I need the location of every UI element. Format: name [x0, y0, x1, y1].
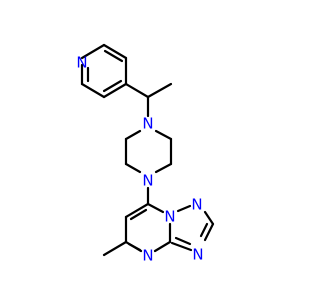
bond: [124, 82, 150, 99]
bond: [80, 43, 106, 60]
bond: [154, 129, 173, 141]
methyl-bond: [102, 240, 128, 257]
bond: [102, 82, 128, 99]
bond: [124, 162, 142, 174]
pyrimidine-ring: [124, 202, 172, 253]
piperazine-ring: [124, 129, 173, 174]
bond: [146, 202, 165, 214]
bond: [203, 210, 215, 226]
pyridine-ring: [80, 43, 128, 99]
bond: [154, 162, 173, 174]
double-bond: [103, 49, 124, 63]
ethyl-linker: [124, 82, 173, 118]
atom-n-triazole-top: N: [191, 196, 202, 214]
double-bond: [174, 236, 192, 246]
atom-n-pyrimidine: N: [142, 247, 153, 265]
bond: [153, 240, 172, 253]
bond: [80, 82, 106, 99]
atom-labels: N N N N N N N: [76, 54, 203, 265]
double-bond: [199, 222, 209, 238]
bond: [170, 241, 193, 252]
atom-n-bridgehead: N: [164, 208, 175, 226]
atom-n-triazole-right: N: [192, 246, 203, 264]
bond: [124, 202, 150, 219]
double-bond: [129, 208, 148, 221]
atom-n-piperazine-top: N: [142, 115, 153, 133]
structure-diagram: N N N N N N N: [76, 43, 215, 265]
atom-n-pyridine: N: [76, 54, 87, 72]
double-bond: [102, 79, 123, 93]
bond: [146, 82, 173, 99]
bond: [176, 204, 192, 213]
triazole-ring: [170, 204, 215, 252]
atom-n-piperazine-bottom: N: [142, 172, 153, 190]
molecule-canvas: N N N N N N N: [76, 43, 215, 265]
bond: [102, 43, 128, 60]
bond: [203, 222, 215, 242]
double-bond: [127, 242, 142, 252]
bond: [124, 129, 142, 141]
